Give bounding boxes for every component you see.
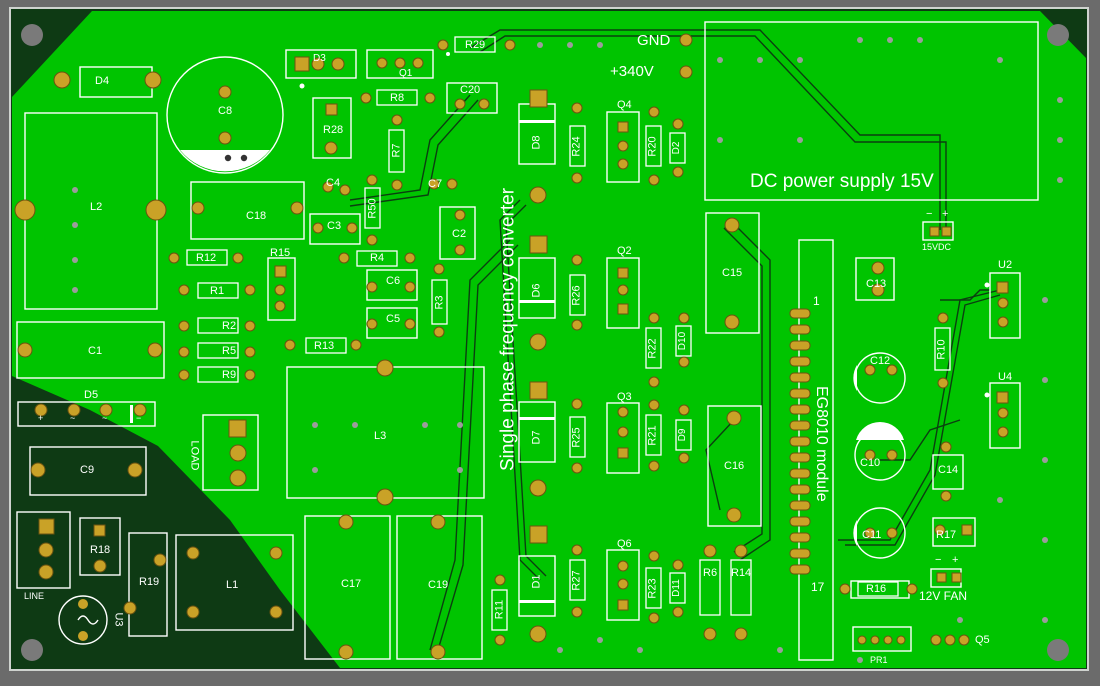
copper-pour <box>12 11 1086 668</box>
